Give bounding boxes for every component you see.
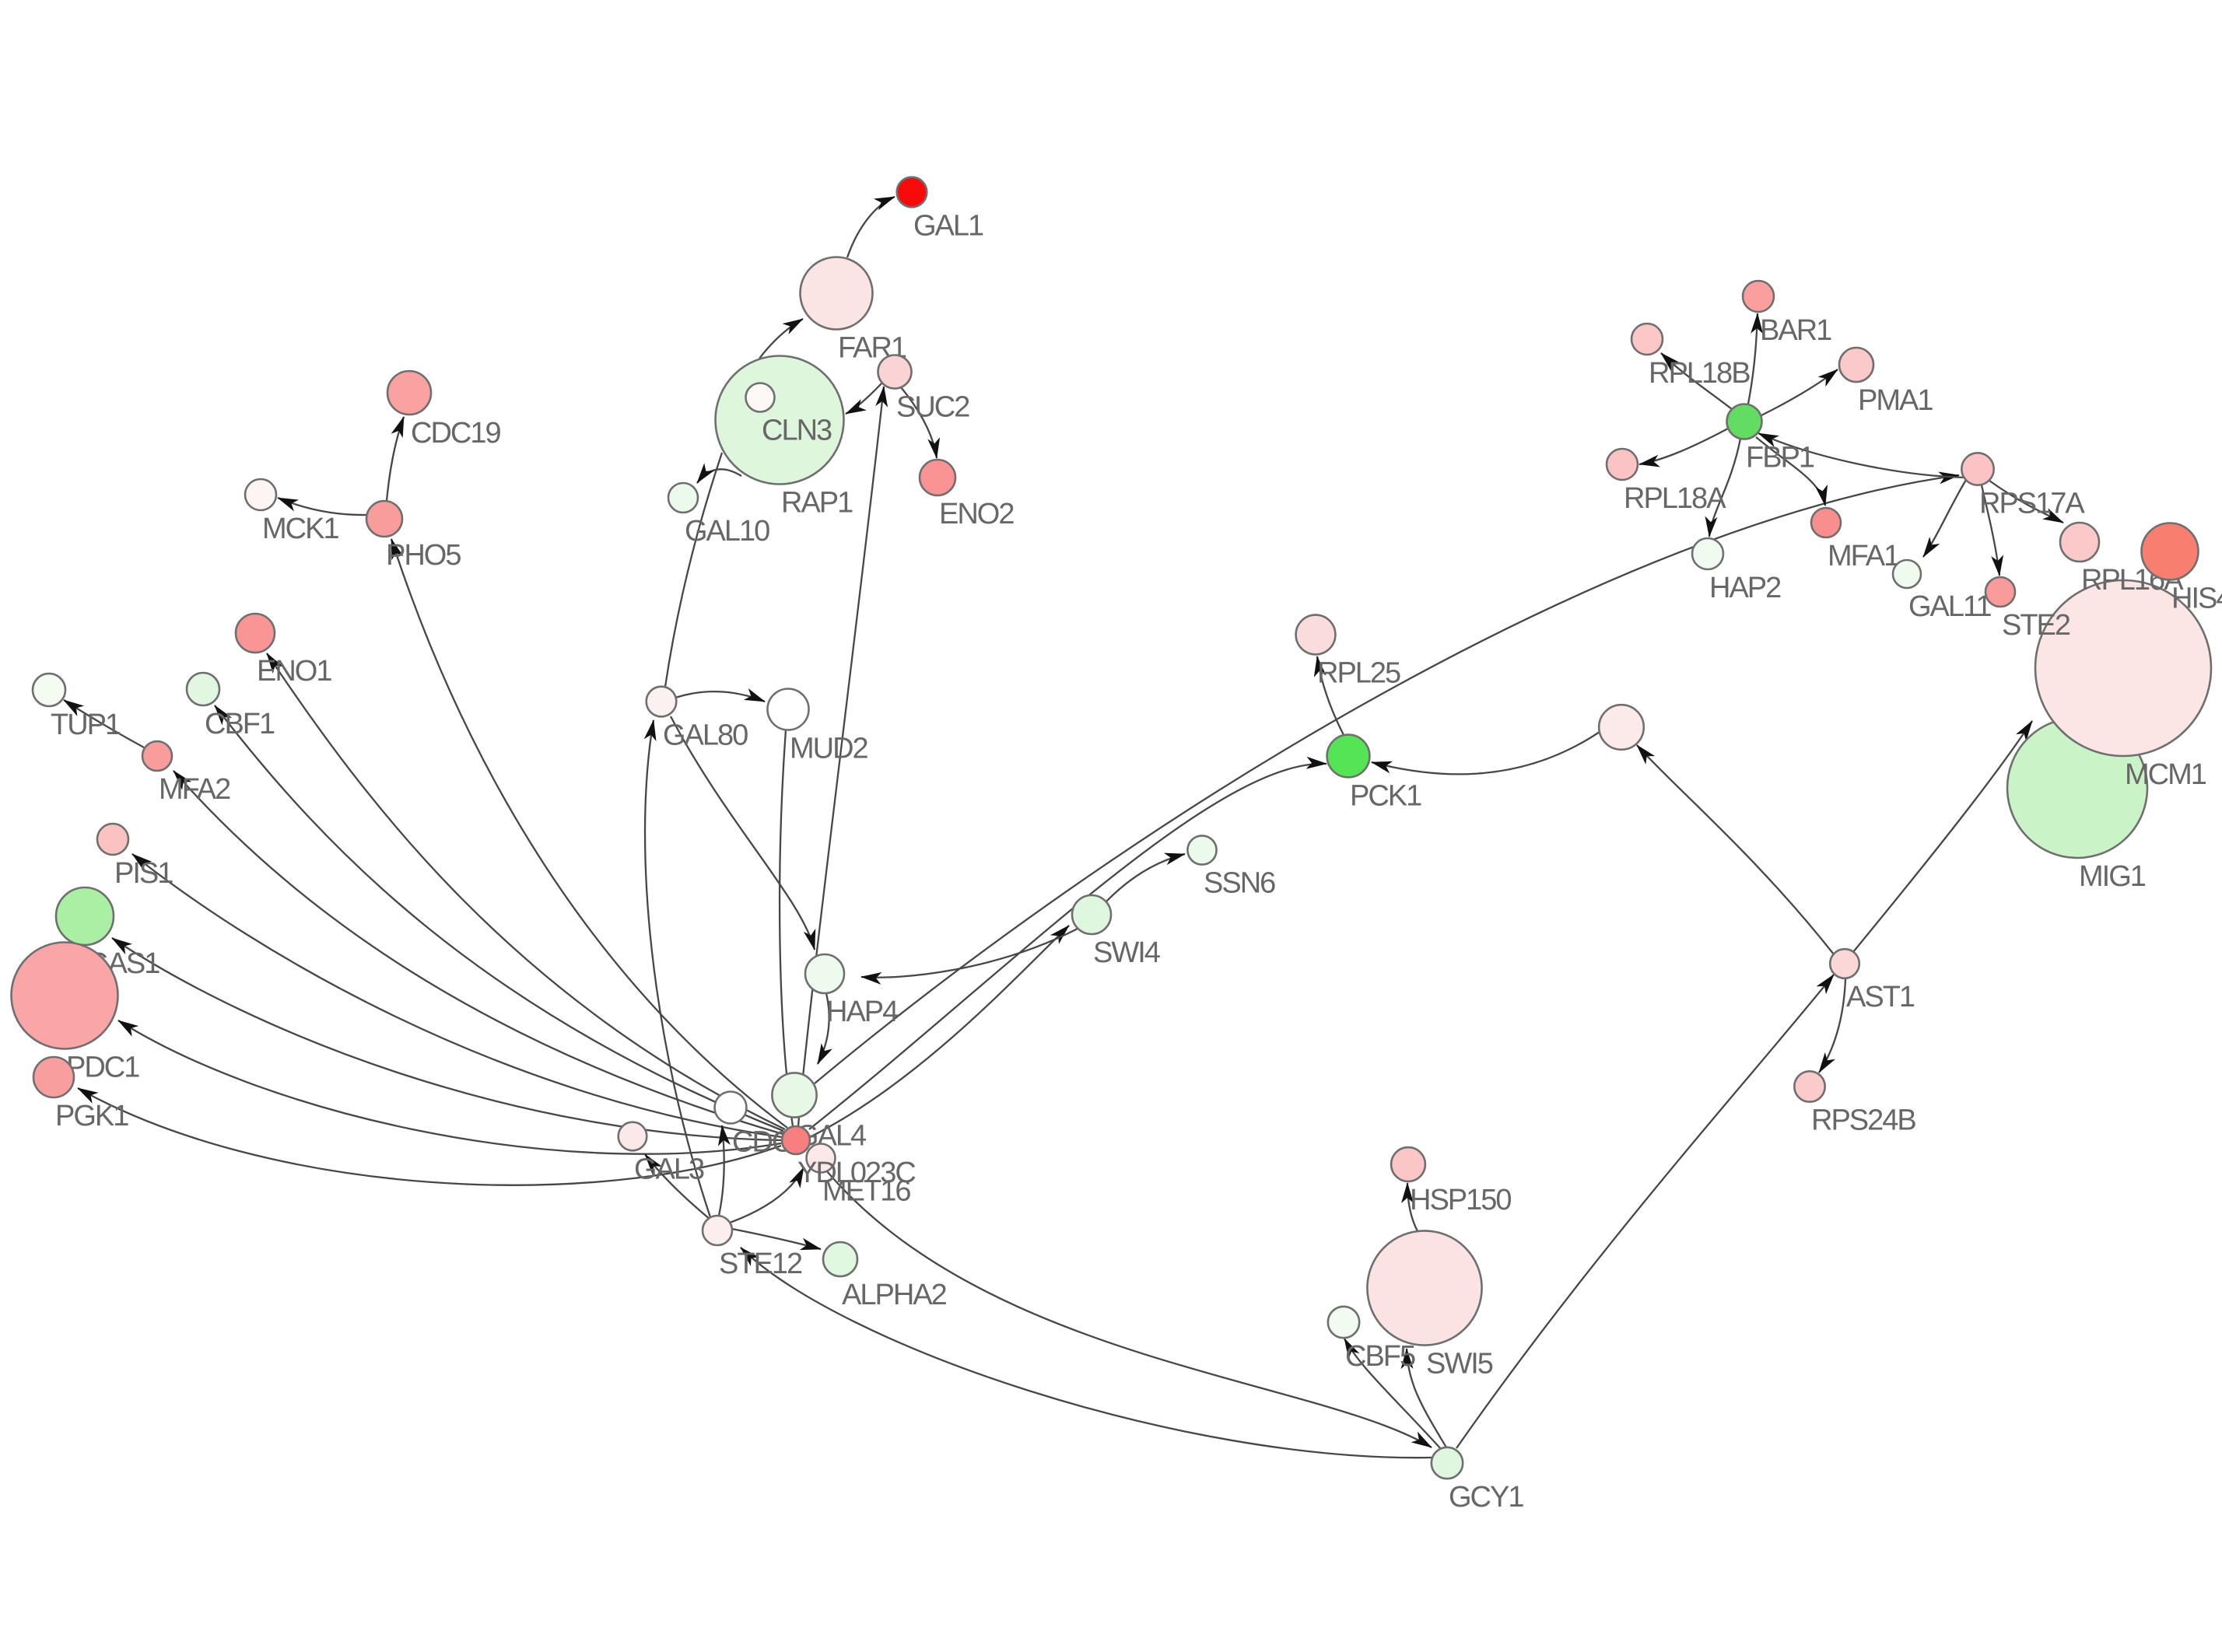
svg-text:RPS24B: RPS24B [1811, 1104, 1915, 1137]
svg-text:HAP2: HAP2 [1709, 572, 1781, 604]
svg-text:MCK1: MCK1 [262, 513, 338, 545]
svg-text:GAL1: GAL1 [913, 209, 983, 242]
svg-text:CLN3: CLN3 [762, 415, 832, 447]
svg-text:SWI4: SWI4 [1093, 936, 1161, 969]
svg-text:MCM1: MCM1 [2125, 758, 2206, 791]
svg-text:GCY1: GCY1 [1449, 1481, 1523, 1514]
svg-text:STE2: STE2 [2002, 609, 2070, 642]
svg-text:MIG1: MIG1 [2079, 860, 2146, 893]
svg-text:PGK1: PGK1 [55, 1100, 128, 1132]
svg-text:MET16: MET16 [822, 1175, 910, 1208]
svg-text:GAL80: GAL80 [663, 719, 748, 751]
svg-text:GAL10: GAL10 [685, 515, 769, 548]
svg-text:GAL3: GAL3 [634, 1153, 704, 1185]
svg-text:CBF5: CBF5 [1345, 1340, 1415, 1373]
svg-text:MUD2: MUD2 [790, 733, 868, 765]
svg-text:RPL18A: RPL18A [1624, 482, 1726, 515]
svg-text:BAR1: BAR1 [1760, 314, 1831, 347]
svg-text:CDC19: CDC19 [411, 417, 500, 450]
svg-text:FBP1: FBP1 [1746, 442, 1814, 474]
svg-text:RPS17A: RPS17A [1979, 488, 2085, 520]
svg-text:YDL023C: YDL023C [797, 1157, 915, 1189]
svg-text:MFA1: MFA1 [1828, 540, 1899, 572]
svg-text:PDC1: PDC1 [66, 1052, 139, 1084]
svg-text:RAP1: RAP1 [781, 487, 853, 520]
svg-text:GAL11: GAL11 [1908, 590, 1991, 623]
svg-text:SSN6: SSN6 [1204, 867, 1275, 900]
svg-text:PIS1: PIS1 [114, 857, 173, 890]
svg-text:RPL25: RPL25 [1317, 656, 1400, 689]
svg-text:SWI5: SWI5 [1426, 1348, 1493, 1381]
svg-text:PCK1: PCK1 [1350, 779, 1421, 812]
svg-text:TUP1: TUP1 [51, 709, 121, 741]
svg-text:CBF1: CBF1 [205, 708, 275, 740]
svg-text:ENO2: ENO2 [939, 498, 1014, 530]
svg-text:HIS4: HIS4 [2171, 583, 2222, 615]
svg-text:AST1: AST1 [1846, 981, 1915, 1013]
svg-text:ENO1: ENO1 [257, 655, 331, 688]
svg-text:HAP4: HAP4 [826, 996, 899, 1028]
svg-text:HSP150: HSP150 [1410, 1184, 1511, 1216]
svg-text:ALPHA2: ALPHA2 [842, 1279, 947, 1311]
svg-text:STE12: STE12 [719, 1248, 802, 1280]
svg-text:SUC2: SUC2 [896, 391, 969, 424]
svg-text:RPL18B: RPL18B [1649, 357, 1750, 390]
svg-text:MFA2: MFA2 [159, 773, 230, 806]
svg-text:PHO5: PHO5 [386, 539, 461, 572]
svg-text:PMA1: PMA1 [1858, 384, 1933, 417]
